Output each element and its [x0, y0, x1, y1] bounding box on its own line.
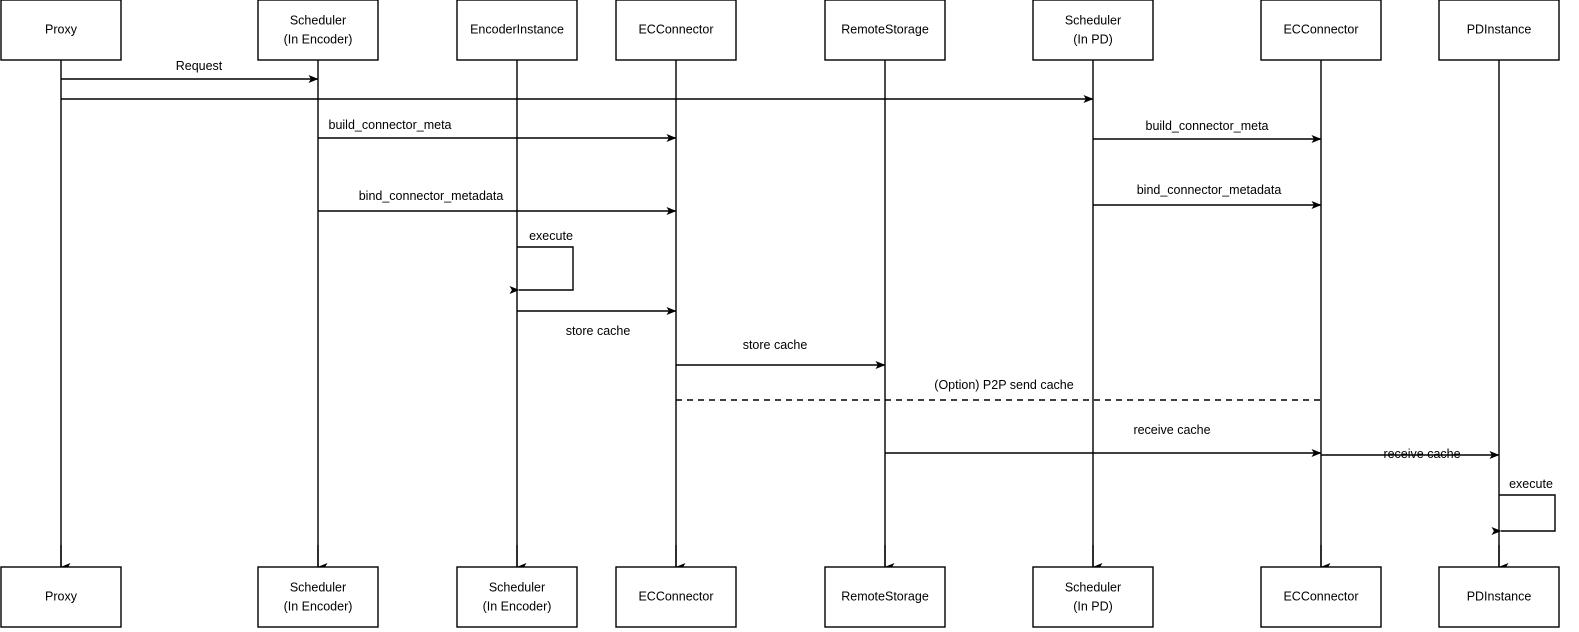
message-label-m7: store cache: [566, 324, 631, 338]
participant-top-ec_conn_pd[interactable]: ECConnector: [1260, 0, 1382, 61]
self-message-label-s2: execute: [1509, 477, 1553, 491]
participant-top-remote_store[interactable]: RemoteStorage: [824, 0, 946, 61]
participant-bottom-label-sched_enc: Scheduler: [290, 580, 346, 594]
participant-bottom-label-proxy: Proxy: [45, 589, 78, 603]
participant-top-label-ec_conn_pd: ECConnector: [1283, 22, 1358, 36]
participant-bottom-sublabel-enc_inst: (In Encoder): [483, 599, 552, 613]
participant-top-label-proxy: Proxy: [45, 22, 78, 36]
message-label-m5: bind_connector_metadata: [359, 189, 504, 203]
message-label-m1: Request: [176, 59, 223, 73]
participant-top-rect-sched_enc: [257, 0, 379, 61]
participant-bottom-proxy[interactable]: Proxy: [0, 566, 122, 628]
participant-bottom-label-ec_conn_enc: ECConnector: [638, 589, 713, 603]
participant-bottom-enc_inst[interactable]: Scheduler (In Encoder): [456, 566, 578, 628]
participant-bottom-rect-pd_inst: [1438, 566, 1560, 628]
self-message-s1[interactable]: execute: [509, 229, 574, 294]
message-label-m3: build_connector_meta: [329, 118, 452, 132]
lifelines-layer: [60, 60, 1509, 571]
participant-bottom-sublabel-sched_pd: (In PD): [1073, 599, 1113, 613]
participant-top-proxy[interactable]: Proxy: [0, 0, 122, 61]
self-messages-layer: execute execute: [509, 229, 1556, 535]
participant-bottom-rect-sched_pd: [1032, 566, 1154, 628]
message-label-m6: bind_connector_metadata: [1137, 183, 1282, 197]
message-label-m4: build_connector_meta: [1146, 119, 1269, 133]
participant-top-rect-ec_conn_pd: [1260, 0, 1382, 61]
participant-bottom-rect-proxy: [0, 566, 122, 628]
top-participant-boxes: Proxy Scheduler (In Encoder) EncoderInstanc…: [0, 0, 1560, 61]
self-message-path-s1: [509, 246, 574, 294]
participant-bottom-label-sched_pd: Scheduler: [1065, 580, 1121, 594]
self-message-path-s2: [1491, 494, 1556, 535]
message-label-m10: receive cache: [1133, 423, 1210, 437]
participant-bottom-sched_enc[interactable]: Scheduler (In Encoder): [257, 566, 379, 628]
message-m1[interactable]: Request: [61, 59, 319, 83]
message-m8[interactable]: store cache: [676, 338, 886, 369]
participant-top-label-enc_inst: EncoderInstance: [470, 22, 564, 36]
participant-top-rect-pd_inst: [1438, 0, 1560, 61]
message-label-m11: receive cache: [1383, 447, 1460, 461]
message-m6[interactable]: bind_connector_metadata: [1093, 183, 1322, 209]
message-m10[interactable]: receive cache: [885, 423, 1322, 457]
participant-bottom-sched_pd[interactable]: Scheduler (In PD): [1032, 566, 1154, 628]
bottom-participant-boxes: Proxy Scheduler (In Encoder) Scheduler (In E…: [0, 566, 1560, 628]
message-m7[interactable]: store cache: [517, 307, 677, 338]
participant-top-rect-proxy: [0, 0, 122, 61]
message-label-m9: (Option) P2P send cache: [934, 378, 1073, 392]
participant-top-label-pd_inst: PDInstance: [1467, 22, 1532, 36]
participant-top-sched_enc[interactable]: Scheduler (In Encoder): [257, 0, 379, 61]
participant-bottom-sublabel-sched_enc: (In Encoder): [284, 599, 353, 613]
messages-layer: Request build_connector_meta build_connect…: [61, 59, 1500, 461]
participant-top-ec_conn_enc[interactable]: ECConnector: [615, 0, 737, 61]
message-m5[interactable]: bind_connector_metadata: [318, 189, 677, 215]
participant-bottom-rect-ec_conn_enc: [615, 566, 737, 628]
participant-top-label-sched_enc: Scheduler: [290, 13, 346, 27]
message-label-m8: store cache: [743, 338, 808, 352]
participant-bottom-remote_store[interactable]: RemoteStorage: [824, 566, 946, 628]
participant-top-rect-ec_conn_enc: [615, 0, 737, 61]
participant-top-label-sched_pd: Scheduler: [1065, 13, 1121, 27]
participant-bottom-ec_conn_pd[interactable]: ECConnector: [1260, 566, 1382, 628]
message-m11[interactable]: receive cache: [1321, 447, 1500, 461]
message-m3[interactable]: build_connector_meta: [318, 118, 677, 142]
participant-top-pd_inst[interactable]: PDInstance: [1438, 0, 1560, 61]
participant-top-rect-sched_pd: [1032, 0, 1154, 61]
participant-top-label-ec_conn_enc: ECConnector: [638, 22, 713, 36]
participant-top-rect-remote_store: [824, 0, 946, 61]
self-message-label-s1: execute: [529, 229, 573, 243]
participant-bottom-rect-ec_conn_pd: [1260, 566, 1382, 628]
participant-top-sublabel-sched_enc: (In Encoder): [284, 32, 353, 46]
participant-bottom-ec_conn_enc[interactable]: ECConnector: [615, 566, 737, 628]
participant-top-sched_pd[interactable]: Scheduler (In PD): [1032, 0, 1154, 61]
participant-top-sublabel-sched_pd: (In PD): [1073, 32, 1113, 46]
message-m9[interactable]: (Option) P2P send cache: [676, 378, 1321, 401]
participant-bottom-label-ec_conn_pd: ECConnector: [1283, 589, 1358, 603]
self-message-s2[interactable]: execute: [1491, 477, 1556, 535]
participant-bottom-label-pd_inst: PDInstance: [1467, 589, 1532, 603]
participant-top-enc_inst[interactable]: EncoderInstance: [456, 0, 578, 61]
participant-bottom-label-remote_store: RemoteStorage: [841, 589, 929, 603]
participant-bottom-rect-sched_enc: [257, 566, 379, 628]
participant-top-label-remote_store: RemoteStorage: [841, 22, 929, 36]
participant-bottom-pd_inst[interactable]: PDInstance: [1438, 566, 1560, 628]
message-m4[interactable]: build_connector_meta: [1093, 119, 1322, 143]
participant-bottom-rect-remote_store: [824, 566, 946, 628]
participant-top-rect-enc_inst: [456, 0, 578, 61]
participant-bottom-label-enc_inst: Scheduler: [489, 580, 545, 594]
participant-bottom-rect-enc_inst: [456, 566, 578, 628]
